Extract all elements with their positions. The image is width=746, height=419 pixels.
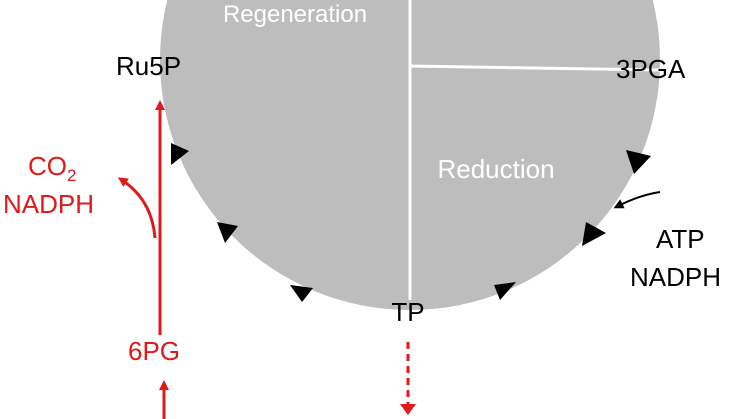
shunt-nadph: NADPH: [3, 189, 94, 219]
shunt-6pg: 6PG: [128, 336, 180, 366]
input-nadph: NADPH: [630, 262, 721, 292]
dashed-red-arrowhead-icon: [400, 404, 416, 415]
metabolite-tp: TP: [391, 297, 424, 327]
cycle-direction-arrowhead-icon: [582, 222, 606, 246]
cycle-direction-arrowhead-icon: [626, 150, 651, 174]
metabolite-ru5p: Ru5P: [116, 51, 181, 81]
red-arrow-icon: [117, 177, 157, 239]
shunt-co2: CO2: [28, 151, 76, 185]
horizontal-divider: [409, 64, 661, 72]
co2-base: CO: [28, 151, 67, 181]
co2-subscript: 2: [67, 166, 76, 185]
phase-label-regeneration: Regeneration: [223, 1, 367, 28]
phase-label-reduction: Reduction: [437, 154, 554, 184]
cycle-direction-arrowhead-icon: [290, 285, 313, 302]
cycle-direction-arrowhead-icon: [494, 282, 516, 300]
metabolite-3pga: 3PGA: [616, 54, 686, 84]
black-curved-arrow-icon: [613, 191, 661, 209]
input-atp: ATP: [656, 224, 705, 254]
cycle-direction-arrowhead-icon: [171, 143, 189, 165]
cycle-direction-arrowhead-icon: [217, 222, 238, 243]
